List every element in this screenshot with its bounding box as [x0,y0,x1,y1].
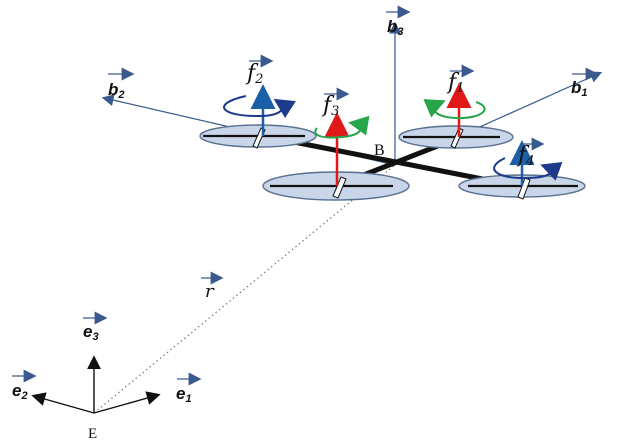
label-e-origin: E [88,426,97,442]
label-f2: f2 [245,61,263,87]
spin-f3-arrow [314,115,370,139]
label-b3: b3 [387,17,404,38]
label-r: r [205,281,215,302]
label-e3: e3 [83,322,99,343]
label-b1: b1 [571,78,588,99]
motor-3-icon [332,176,347,199]
spin-f2-arrow [223,95,296,119]
label-f1: f1 [446,70,464,96]
label-f4: f4 [516,143,534,169]
e1-axis-arrow [93,391,161,414]
position-vector-line [93,164,396,414]
label-b-origin: B [374,142,385,159]
e2-axis-arrow [31,392,95,414]
label-e2: e2 [12,381,28,402]
label-e1: e1 [176,384,192,405]
spin-f4-arrow [493,157,563,181]
label-f3: f3 [321,93,339,119]
label-b2: b2 [108,80,125,101]
spin-f1-arrow [423,99,486,120]
